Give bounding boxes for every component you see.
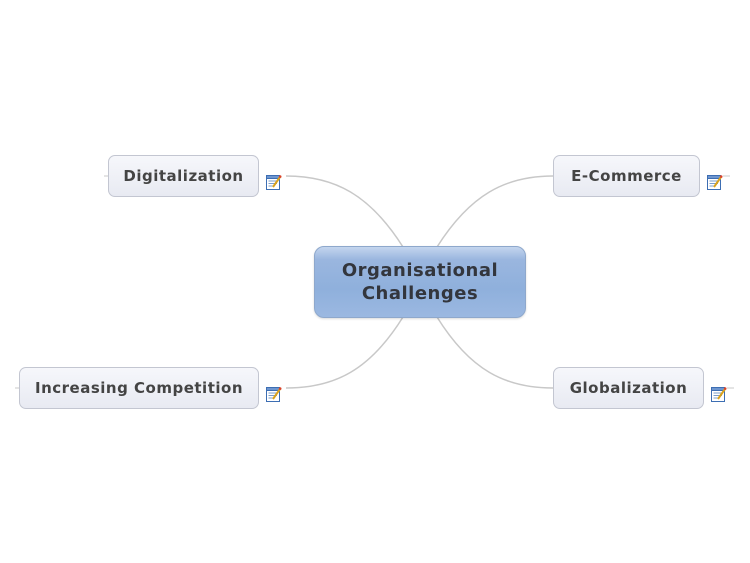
- note-icon[interactable]: [266, 386, 282, 402]
- central-topic-line2: Challenges: [361, 283, 479, 304]
- topic-increasing-competition[interactable]: Increasing Competition: [19, 367, 259, 409]
- central-topic-line1: Organisational: [341, 260, 499, 281]
- topic-globalization-label: Globalization: [569, 379, 688, 397]
- central-topic[interactable]: Organisational Challenges: [314, 246, 526, 318]
- connector-digitalization: [285, 175, 404, 248]
- note-icon[interactable]: [266, 174, 282, 190]
- connector-ecommerce: [436, 175, 554, 248]
- note-icon[interactable]: [707, 174, 723, 190]
- topic-digitalization-label: Digitalization: [123, 167, 244, 185]
- topic-ecommerce[interactable]: E-Commerce: [553, 155, 700, 197]
- topic-increasing-competition-label: Increasing Competition: [34, 379, 243, 397]
- connector-competition: [285, 316, 404, 389]
- topic-digitalization[interactable]: Digitalization: [108, 155, 259, 197]
- note-icon[interactable]: [711, 386, 727, 402]
- topic-globalization[interactable]: Globalization: [553, 367, 704, 409]
- topic-ecommerce-label: E-Commerce: [571, 167, 682, 185]
- connector-globalization: [436, 316, 554, 389]
